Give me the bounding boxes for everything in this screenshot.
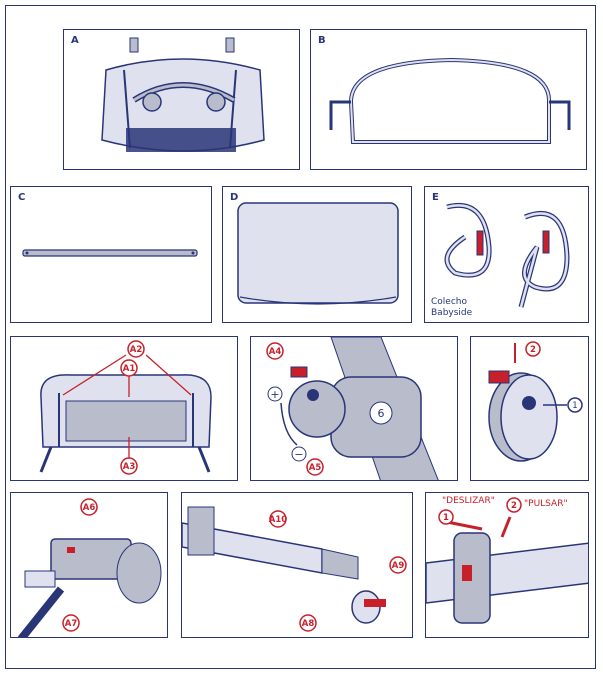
panel-crib-parts: A2 A1 A3 [10, 336, 238, 481]
panel-c: C [10, 186, 212, 323]
tag-a10: A10 [269, 515, 287, 525]
step-1-circle: 1 [572, 401, 577, 411]
panel-c-label: C [18, 192, 26, 203]
page-frame [5, 5, 596, 669]
step-2-press-circle: 2 [511, 501, 517, 511]
step-2-circle: 2 [530, 345, 536, 355]
panel-d: D [222, 186, 412, 323]
tag-a5: A5 [309, 463, 322, 473]
caption-line-1: Colecho [431, 297, 467, 307]
panel-e-label: E [432, 192, 439, 203]
panel-a: A [63, 29, 300, 170]
panel-b-label: B [318, 35, 326, 46]
slide-press-illustration: 1 2 [426, 497, 588, 624]
panel-buckle: A6 A7 [10, 492, 168, 638]
crib-parts-illustration: A2 A1 A3 [39, 340, 212, 475]
buckle-illustration: A6 A7 [17, 498, 162, 637]
frame-bar-illustration [329, 57, 571, 144]
folded-crib-illustration [101, 37, 265, 152]
plus-sign: + [270, 388, 279, 401]
panel-knob: 6 A4 A5 + − [250, 336, 458, 481]
panel-b: B [310, 29, 587, 170]
tag-a4: A4 [269, 347, 282, 357]
panel-a-label: A [71, 35, 79, 46]
tag-a9: A9 [392, 561, 405, 571]
panel-e: E Colecho Babyside [424, 186, 589, 323]
tag-a7: A7 [65, 619, 78, 629]
knob-number: 6 [378, 407, 385, 420]
minus-sign: − [294, 448, 303, 461]
straps-caption: Colecho Babyside [431, 297, 472, 319]
knob-illustration: 6 A4 A5 + − [266, 337, 439, 480]
tube-illustration: A10 A8 A9 [182, 506, 407, 632]
slide-label: "DESLIZAR" [442, 496, 495, 506]
mattress-illustration [237, 202, 399, 305]
rod-illustration [22, 249, 198, 257]
tag-a8: A8 [302, 619, 315, 629]
caption-line-2: Babyside [431, 308, 473, 318]
press-label: "PULSAR" [524, 499, 568, 509]
panel-tube: A10 A8 A9 [181, 492, 413, 638]
tag-a6: A6 [83, 503, 96, 513]
tag-a1: A1 [123, 364, 136, 374]
panel-slide-press: 1 2 "DESLIZAR" "PULSAR" [425, 492, 589, 638]
step-1-slide-circle: 1 [443, 513, 449, 523]
tag-a2: A2 [130, 345, 143, 355]
button-press-illustration: 2 1 [488, 341, 583, 462]
panel-button-press: 2 1 [470, 336, 589, 481]
straps-illustration [444, 203, 570, 308]
panel-d-label: D [230, 192, 239, 203]
tag-a3: A3 [123, 462, 136, 472]
